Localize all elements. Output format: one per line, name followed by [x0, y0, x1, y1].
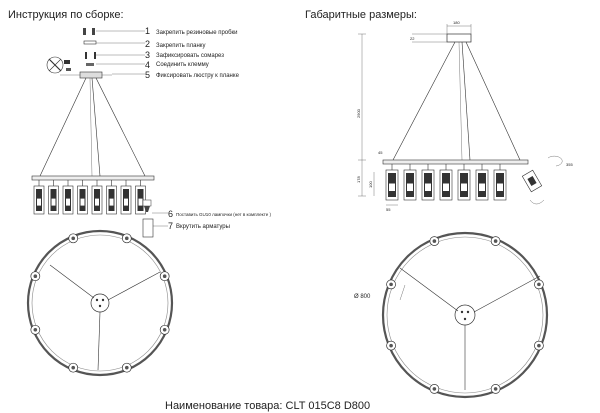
canopy-exploded-view [46, 28, 112, 79]
lamp-holder-center [162, 274, 167, 279]
lamp-holder-center [71, 236, 76, 241]
lamp-holder-center [493, 239, 498, 243]
right-suspension-cables [392, 41, 521, 161]
dim-diameter: Ø 800 [354, 294, 371, 300]
right-canopy: 180 22 [410, 20, 472, 43]
right-chandelier-front: 45 55 355 [378, 150, 573, 212]
rotating-spot-icon [521, 169, 543, 193]
left-suspension-cables [39, 77, 146, 177]
lamp-holder-center [537, 343, 541, 348]
step-2-num: 2 [145, 39, 150, 49]
step-5-text: Фиксировать люстру к планке [156, 73, 240, 79]
lamp-holder-center [33, 327, 38, 332]
product-name: Наименование товара: CLT 015C8 D800 [165, 400, 370, 412]
lamp-shade-icon [106, 180, 117, 215]
lamp-holder-center [124, 236, 129, 241]
lamp-shade-icon [135, 180, 146, 215]
dim-drop-line: 2900 178 100 [356, 33, 375, 197]
steps-list: 1 Закрепить резиновые пробки 2 Закрепить… [145, 26, 271, 231]
lamp-shade-icon [77, 180, 88, 215]
left-chandelier-front [31, 175, 155, 238]
lamp-holder-center [71, 365, 76, 370]
dim-shade-height: 100 [368, 181, 373, 188]
lamp-holder-center [389, 343, 393, 348]
lamp-shade-icon [457, 164, 471, 201]
lamp-shade-icon [91, 180, 103, 215]
lamp-shade-icon [475, 164, 489, 201]
lamp-shade-icon [493, 164, 507, 201]
dim-bracket-label: 45 [378, 150, 383, 155]
step-3-num: 3 [145, 50, 150, 60]
dim-top-height: 22 [410, 36, 415, 41]
step-6-text: Поставить GU10 лампочки (нет в комплекте… [176, 212, 271, 217]
lamp-shade-icon [33, 180, 45, 215]
rotation-arrow-icon [547, 155, 563, 167]
step-4-num: 4 [145, 60, 150, 70]
step-7-num: 7 [168, 221, 173, 231]
step-5-num: 5 [145, 70, 150, 80]
step-1-text: Закрепить резиновые пробки [156, 30, 238, 36]
left-title: Инструкция по сборке: [8, 9, 124, 21]
lamp-holder-center [432, 239, 437, 243]
lamp-holder-center [33, 274, 38, 279]
dim-body-height: 178 [356, 176, 361, 183]
lamp-holder-center [389, 282, 393, 287]
lamp-shade-icon [421, 164, 435, 201]
step-6-num: 6 [168, 209, 173, 219]
tilt-arrow-icon [529, 199, 545, 205]
right-title: Габаритные размеры: [305, 9, 417, 21]
lamp-shade-icon [403, 164, 417, 201]
dim-rotation: 355 [566, 162, 573, 167]
lamp-holder-center [124, 365, 129, 370]
step-leaders [96, 30, 168, 227]
lamp-holder-center [537, 282, 541, 287]
dim-drop-height: 2900 [356, 108, 361, 118]
step-2-text: Закрепить планку [156, 43, 206, 49]
fitting-part-icon [142, 218, 154, 238]
left-ring-top-view [26, 229, 174, 377]
lamp-holder-center [162, 327, 167, 332]
lamp-holder-center [493, 387, 498, 391]
gu10-bulb-icon [142, 199, 152, 212]
dim-shade-width: 55 [386, 207, 391, 212]
lamp-shade-icon [48, 180, 59, 215]
lamp-holder-center [432, 387, 437, 391]
lamp-shade-icon [439, 164, 453, 201]
lamp-shade-icon [385, 164, 399, 201]
step-1-num: 1 [145, 26, 150, 36]
lamp-shade-icon [120, 180, 132, 215]
right-ring-top-view: Ø 800 [354, 231, 549, 399]
dim-top-width: 180 [453, 20, 460, 25]
step-4-text: Соединить клемму [156, 62, 209, 68]
ceiling-anchor-icon [46, 56, 71, 74]
step-3-text: Зафиксировать сомарез [156, 53, 224, 59]
lamp-shade-icon [62, 180, 74, 215]
step-7-text: Вкрутить арматуры [176, 224, 230, 230]
